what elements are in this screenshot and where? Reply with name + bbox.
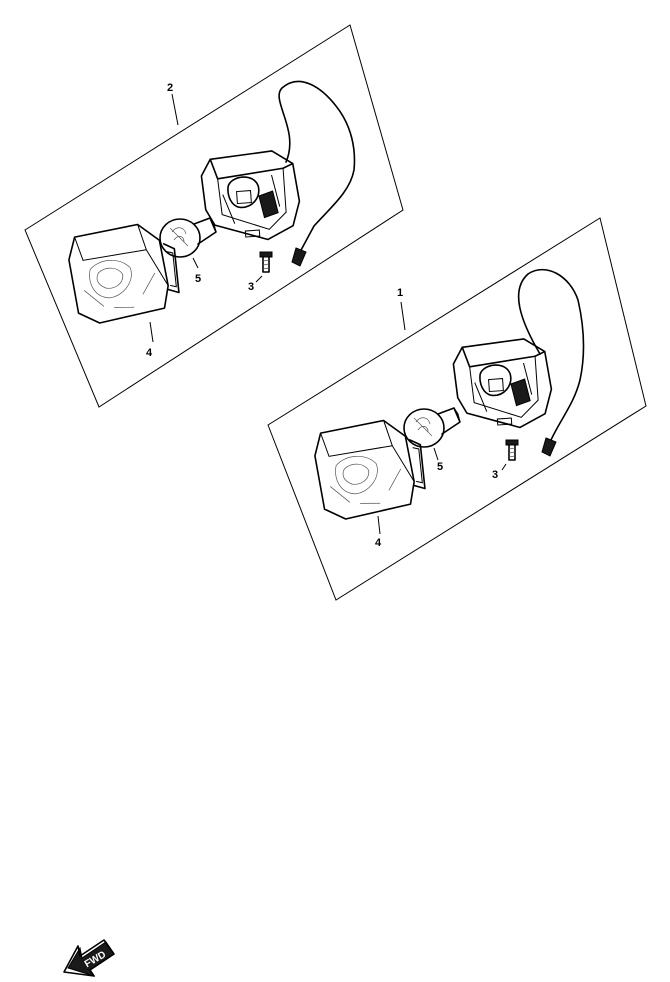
screw-part xyxy=(259,251,273,273)
screw-part xyxy=(505,439,519,461)
assembly-2: 2 4 5 3 xyxy=(24,24,404,408)
screw-ref: 3 xyxy=(492,469,498,481)
bulb-part xyxy=(159,217,217,258)
assembly-1-leader xyxy=(400,301,406,331)
assembly-2-leader xyxy=(171,93,179,126)
wire-lead xyxy=(517,268,585,443)
wire-lead xyxy=(278,80,356,253)
fwd-arrow-icon: FWD xyxy=(63,939,115,977)
assembly-1-ref: 1 xyxy=(397,287,403,299)
lens-ref: 4 xyxy=(375,537,382,549)
assembly-2-ref: 2 xyxy=(167,82,173,94)
assembly-2-frame xyxy=(24,24,404,408)
bulb-ref: 5 xyxy=(437,461,443,473)
lens-ref: 4 xyxy=(146,347,153,359)
lens-part xyxy=(311,416,429,523)
screw-ref: 3 xyxy=(248,281,254,293)
assembly-1: 1 4 5 3 xyxy=(267,217,647,601)
bulb-ref: 5 xyxy=(195,273,201,285)
assembly-1-frame xyxy=(267,217,647,601)
lens-part xyxy=(65,220,183,327)
